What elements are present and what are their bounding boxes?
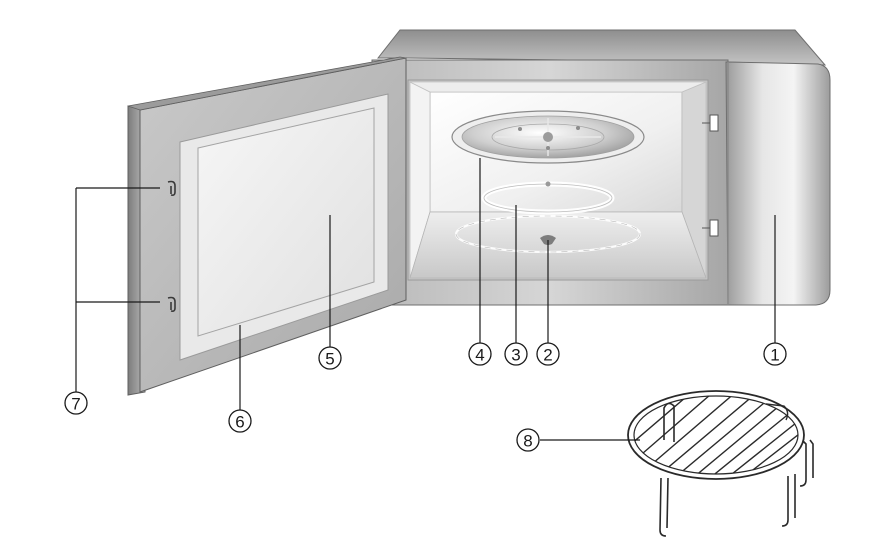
callout-2: 2 [536, 342, 560, 366]
grill-rack [627, 390, 814, 537]
cavity-floor [409, 211, 707, 279]
callout-7: 7 [64, 391, 88, 415]
callout-label: 6 [235, 413, 244, 432]
callout-label: 1 [770, 346, 779, 365]
top-surface [376, 29, 827, 66]
leader-lines [75, 158, 776, 441]
door-hook-lower [167, 296, 176, 312]
callout-label: 4 [475, 346, 484, 365]
callout-1: 1 [763, 342, 787, 366]
control-panel [725, 61, 831, 306]
callout-label: 7 [71, 395, 80, 414]
callout-4: 4 [468, 342, 492, 366]
callout-label: 3 [511, 346, 520, 365]
callout-6: 6 [228, 409, 252, 433]
callout-label: 8 [523, 432, 532, 451]
callout-label: 5 [325, 350, 334, 369]
oven-door [127, 56, 407, 396]
callout-3: 3 [504, 342, 528, 366]
callout-5: 5 [318, 346, 342, 370]
door-hook-upper [167, 180, 176, 196]
callout-label: 2 [543, 346, 552, 365]
oven-cavity [407, 79, 709, 281]
latch-slots [702, 114, 719, 237]
glass-tray [451, 110, 645, 164]
callout-8: 8 [516, 428, 540, 452]
